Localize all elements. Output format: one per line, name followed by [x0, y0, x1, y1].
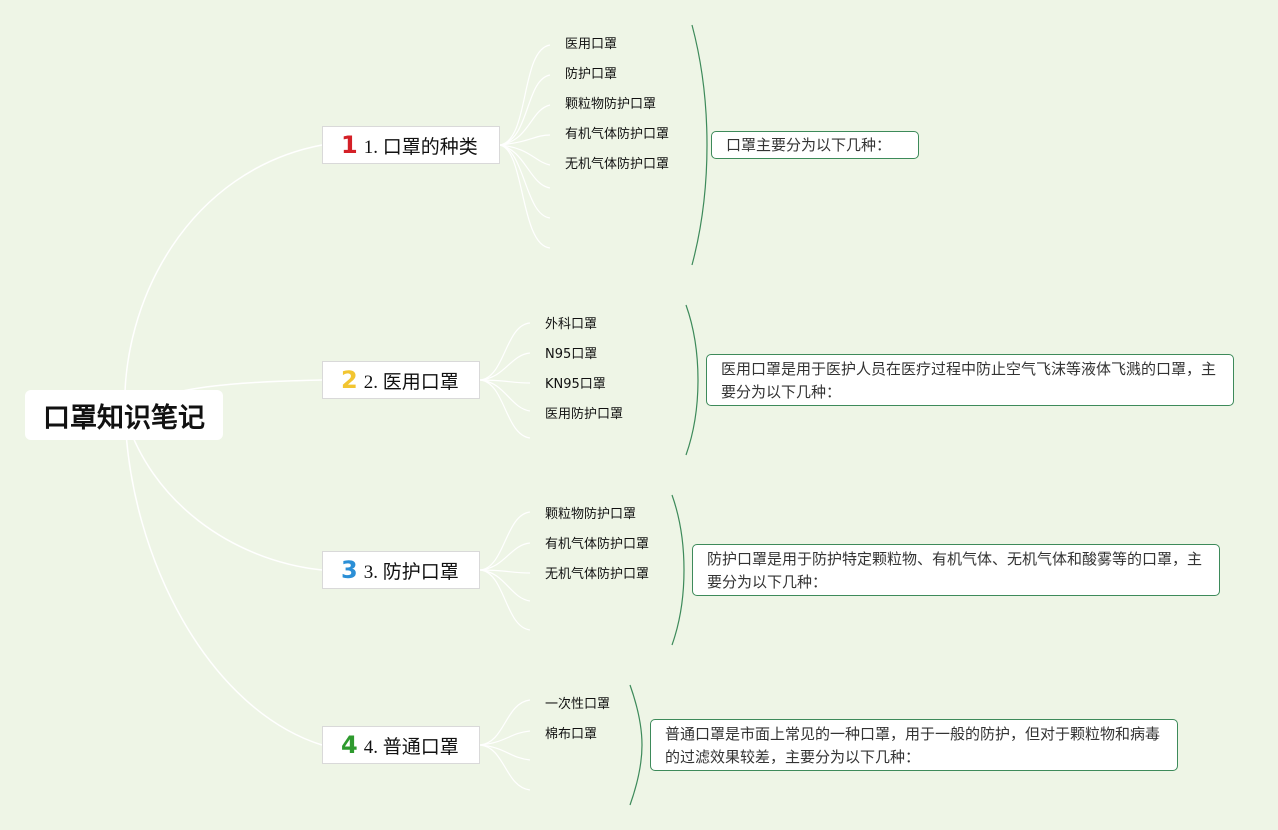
leaf-item[interactable]: 医用防护口罩 [545, 407, 624, 422]
root-connector-1 [124, 144, 323, 416]
leaf-item[interactable]: KN95口罩 [545, 377, 606, 392]
number-4-icon: 4 [341, 731, 358, 759]
leaf-item[interactable]: 有机气体防护口罩 [565, 127, 670, 142]
leaf-item[interactable]: N95口罩 [545, 347, 598, 362]
branch-label: 2. 医用口罩 [363, 371, 459, 393]
branch-node-3[interactable]: 3 3. 防护口罩 [322, 551, 480, 589]
bracket-1 [691, 24, 708, 266]
leaf-item[interactable]: 医用口罩 [565, 37, 618, 52]
branch-1-fan [499, 44, 551, 249]
bracket-2 [685, 304, 699, 456]
root-node[interactable]: 口罩知识笔记 [25, 390, 223, 440]
note-2[interactable]: 医用口罩是用于医护人员在医疗过程中防止空气飞沫等液体飞溅的口罩，主要分为以下几种… [706, 354, 1234, 406]
note-4[interactable]: 普通口罩是市面上常见的一种口罩，用于一般的防护，但对于颗粒物和病毒的过滤效果较差… [650, 719, 1178, 771]
note-text: 普通口罩是市面上常见的一种口罩，用于一般的防护，但对于颗粒物和病毒的过滤效果较差… [665, 725, 1161, 766]
leaf-item[interactable]: 防护口罩 [565, 67, 618, 82]
leaf-item[interactable]: 外科口罩 [545, 317, 598, 332]
note-text: 防护口罩是用于防护特定颗粒物、有机气体、无机气体和酸雾等的口罩，主要分为以下几种… [707, 550, 1203, 591]
number-3-icon: 3 [341, 556, 358, 584]
leaf-item[interactable]: 颗粒物防护口罩 [545, 507, 637, 522]
branch-label: 4. 普通口罩 [363, 736, 459, 758]
leaf-item[interactable]: 有机气体防护口罩 [545, 537, 650, 552]
branch-2-fan [479, 322, 531, 439]
root-connector-3 [124, 414, 323, 571]
branch-node-2[interactable]: 2 2. 医用口罩 [322, 361, 480, 399]
branch-3-fan [479, 511, 531, 631]
root-title: 口罩知识笔记 [43, 402, 205, 434]
note-text: 医用口罩是用于医护人员在医疗过程中防止空气飞沫等液体飞溅的口罩，主要分为以下几种… [721, 360, 1217, 401]
bracket-4 [629, 684, 643, 806]
root-connector-4 [124, 414, 323, 746]
leaf-item[interactable]: 无机气体防护口罩 [565, 157, 670, 172]
leaf-item[interactable]: 颗粒物防护口罩 [565, 97, 657, 112]
leaf-item[interactable]: 棉布口罩 [545, 727, 598, 742]
bracket-3 [671, 494, 685, 646]
leaf-item[interactable]: 一次性口罩 [545, 697, 611, 712]
leaf-item[interactable]: 无机气体防护口罩 [545, 567, 650, 582]
number-1-icon: 1 [341, 131, 358, 159]
branch-label: 1. 口罩的种类 [363, 136, 478, 158]
branch-label: 3. 防护口罩 [363, 561, 459, 583]
branch-node-4[interactable]: 4 4. 普通口罩 [322, 726, 480, 764]
note-3[interactable]: 防护口罩是用于防护特定颗粒物、有机气体、无机气体和酸雾等的口罩，主要分为以下几种… [692, 544, 1220, 596]
note-1[interactable]: 口罩主要分为以下几种： [711, 131, 919, 159]
note-text: 口罩主要分为以下几种： [726, 136, 892, 154]
branch-node-1[interactable]: 1 1. 口罩的种类 [322, 126, 500, 164]
number-2-icon: 2 [341, 366, 358, 394]
branch-4-fan [479, 699, 531, 791]
